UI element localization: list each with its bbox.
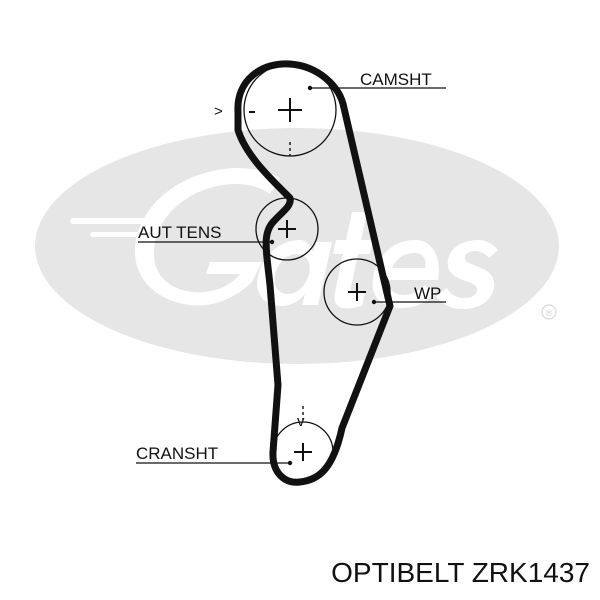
leader-camshaft-dot	[307, 85, 313, 91]
tensioner-pulley	[255, 197, 319, 261]
gates-logo-watermark: ®	[35, 128, 559, 364]
leader-water-pump-dot	[371, 299, 377, 305]
tensioner-center-mark	[278, 220, 296, 238]
leader-crankshaft-dot	[287, 460, 293, 466]
water-pump-pulley	[323, 258, 391, 326]
part-title: OPTIBELT ZRK1437	[331, 557, 590, 588]
label-tensioner: AUT TENS	[138, 223, 221, 242]
camshaft-pulley: >	[214, 63, 337, 157]
label-camshaft: CAMSHT	[360, 70, 432, 89]
tensioner-pulley-outline	[255, 197, 319, 261]
timing-mark-down: v	[297, 413, 305, 430]
water-pump-center-mark	[348, 283, 366, 301]
crankshaft-pulley: v	[272, 406, 334, 483]
registered-mark: ®	[546, 308, 553, 318]
label-water-pump: WP	[414, 284, 441, 303]
leader-tensioner-dot	[269, 239, 275, 245]
timing-mark-arrow: >	[214, 103, 223, 120]
water-pump-pulley-outline	[323, 258, 391, 326]
label-crankshaft: CRANSHT	[136, 444, 218, 463]
camshaft-center-mark	[278, 98, 302, 122]
crankshaft-center-mark	[294, 443, 312, 461]
crankshaft-pulley-outline	[272, 421, 334, 483]
registered-mark-ring	[541, 304, 557, 320]
